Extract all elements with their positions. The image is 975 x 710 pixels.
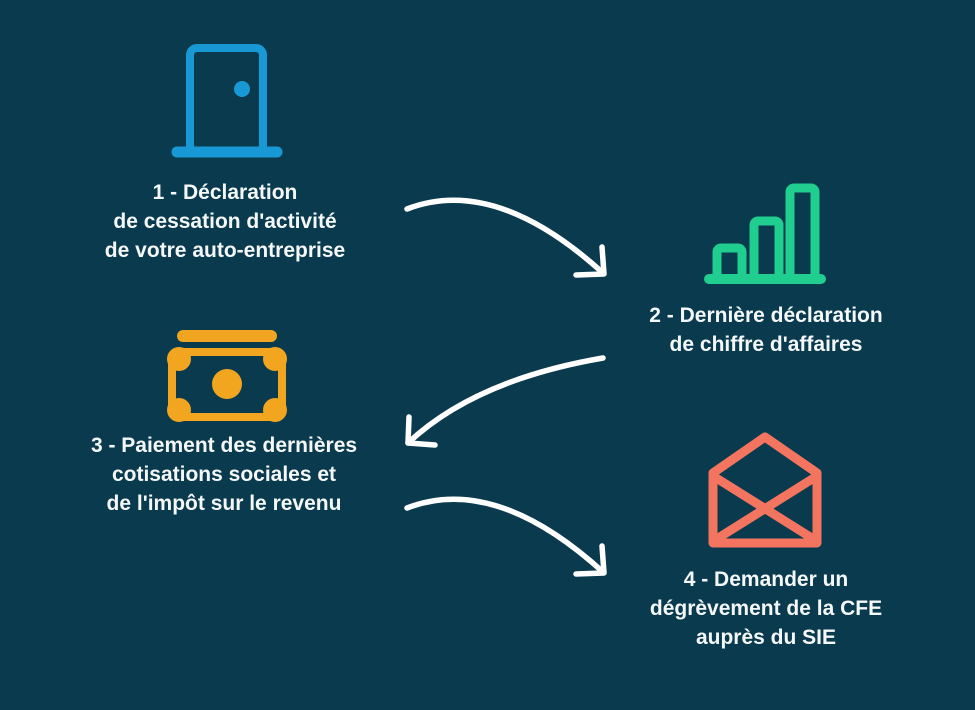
step-2-label: 2 - Dernière déclaration de chiffre d'af… [601,301,931,359]
step-3-line-1: 3 - Paiement des dernières [90,434,358,457]
step-2-line-1: 2 - Dernière déclaration [649,304,883,327]
curved-arrow-3-icon [404,496,607,577]
banknote-icon [167,330,287,422]
bar-chart-icon [704,183,826,284]
step-3-line-3: de l'impôt sur le revenu [106,492,342,515]
step-4-label: 4 - Demander un dégrèvement de la CFE au… [601,565,931,652]
step-4-line-2: dégrèvement de la CFE [649,597,883,620]
step-3-line-2: cotisations sociales et [111,463,337,486]
step-1-label: 1 - Déclaration de cessation d'activité … [60,178,390,265]
curved-arrow-2-icon [405,355,606,448]
step-1-line-3: de votre auto-entreprise [104,239,346,262]
step-1-line-2: de cessation d'activité [113,210,337,233]
step-4-line-3: auprès du SIE [695,626,837,649]
step-1-line-1: 1 - Déclaration [152,181,298,204]
door-icon [171,44,283,158]
step-3-label: 3 - Paiement des dernières cotisations s… [59,431,389,518]
curved-arrow-1-icon [404,197,607,278]
open-envelope-icon [708,432,822,548]
step-4-line-1: 4 - Demander un [683,568,849,591]
step-2-line-2: de chiffre d'affaires [669,333,863,356]
